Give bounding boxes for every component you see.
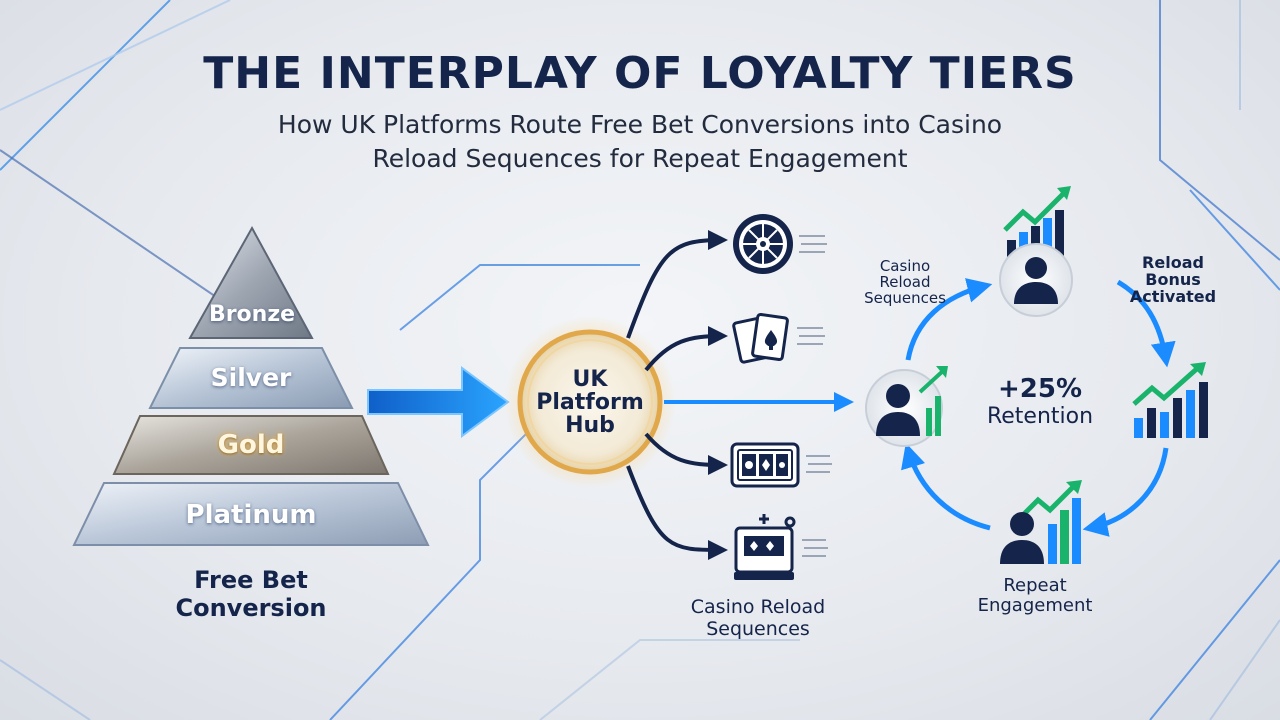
hub-label-line-1: UK <box>572 367 608 392</box>
hub-label: UK Platform Hub <box>530 368 650 437</box>
roulette-wheel-icon <box>733 214 827 274</box>
tier-bronze-shape <box>188 225 314 339</box>
person-icon <box>1014 257 1058 304</box>
tier-platinum-shape <box>72 482 430 546</box>
caption-line-1: Casino Reload <box>690 596 826 618</box>
platform-hub <box>504 316 676 488</box>
subtitle-line-1: How UK Platforms Route Free Bet Conversi… <box>277 110 1003 139</box>
engagement-cycle <box>901 278 1176 537</box>
free-bet-conversion-caption: Free Bet Conversion <box>140 566 362 622</box>
playing-cards-icon <box>732 313 825 364</box>
casino-reload-caption: Casino Reload Sequences <box>668 596 848 640</box>
conversion-arrow <box>367 366 510 438</box>
label-line-3: Activated <box>1129 287 1217 306</box>
tier-label-gold: Gold <box>217 430 285 460</box>
casino-reload-node <box>865 366 948 447</box>
retention-growth-chart-icon <box>1132 362 1208 438</box>
reload-bonus-node <box>999 186 1073 317</box>
label-line-2: Bonus <box>1145 270 1201 289</box>
tier-silver-shape <box>148 347 354 409</box>
hub-branches <box>626 230 728 560</box>
person-icon <box>876 384 920 436</box>
subtitle-line-2: Reload Sequences for Repeat Engagement <box>372 144 908 173</box>
label-line-2: Reload <box>879 273 931 291</box>
caption-line-2: Sequences <box>706 618 810 640</box>
caption-line-2: Conversion <box>175 594 327 622</box>
repeat-engagement-node <box>1000 480 1082 564</box>
slot-machine-icon <box>734 514 828 580</box>
person-icon <box>1000 512 1044 564</box>
page-subtitle: How UK Platforms Route Free Bet Conversi… <box>260 108 1020 176</box>
label-line-1: Repeat <box>1003 575 1067 596</box>
growth-chart-icon <box>918 366 948 436</box>
tier-label-bronze: Bronze <box>208 302 296 327</box>
hub-label-line-2: Platform <box>536 390 644 415</box>
cycle-label-repeat-engagement: Repeat Engagement <box>950 576 1120 616</box>
label-line-1: Casino <box>879 257 931 275</box>
retention-value: +25% <box>997 374 1083 404</box>
page-title: THE INTERPLAY OF LOYALTY TIERS <box>203 48 1077 99</box>
growth-chart-icon <box>1016 480 1082 564</box>
retention-stat: +25% Retention <box>970 374 1110 430</box>
card-table-icon <box>730 442 832 488</box>
retention-label: Retention <box>986 404 1094 429</box>
tier-gold-shape <box>112 415 390 475</box>
cycle-label-reload-bonus: Reload Bonus Activated <box>1118 254 1228 305</box>
cycle-label-casino-reload: Casino Reload Sequences <box>850 258 960 306</box>
label-line-2: Engagement <box>977 595 1093 616</box>
loyalty-pyramid <box>72 225 430 546</box>
hub-label-line-3: Hub <box>565 413 615 438</box>
tier-label-platinum: Platinum <box>185 500 317 530</box>
label-line-1: Reload <box>1142 253 1204 272</box>
label-line-3: Sequences <box>864 289 946 307</box>
caption-line-1: Free Bet <box>194 566 308 594</box>
tier-label-silver: Silver <box>210 363 292 392</box>
